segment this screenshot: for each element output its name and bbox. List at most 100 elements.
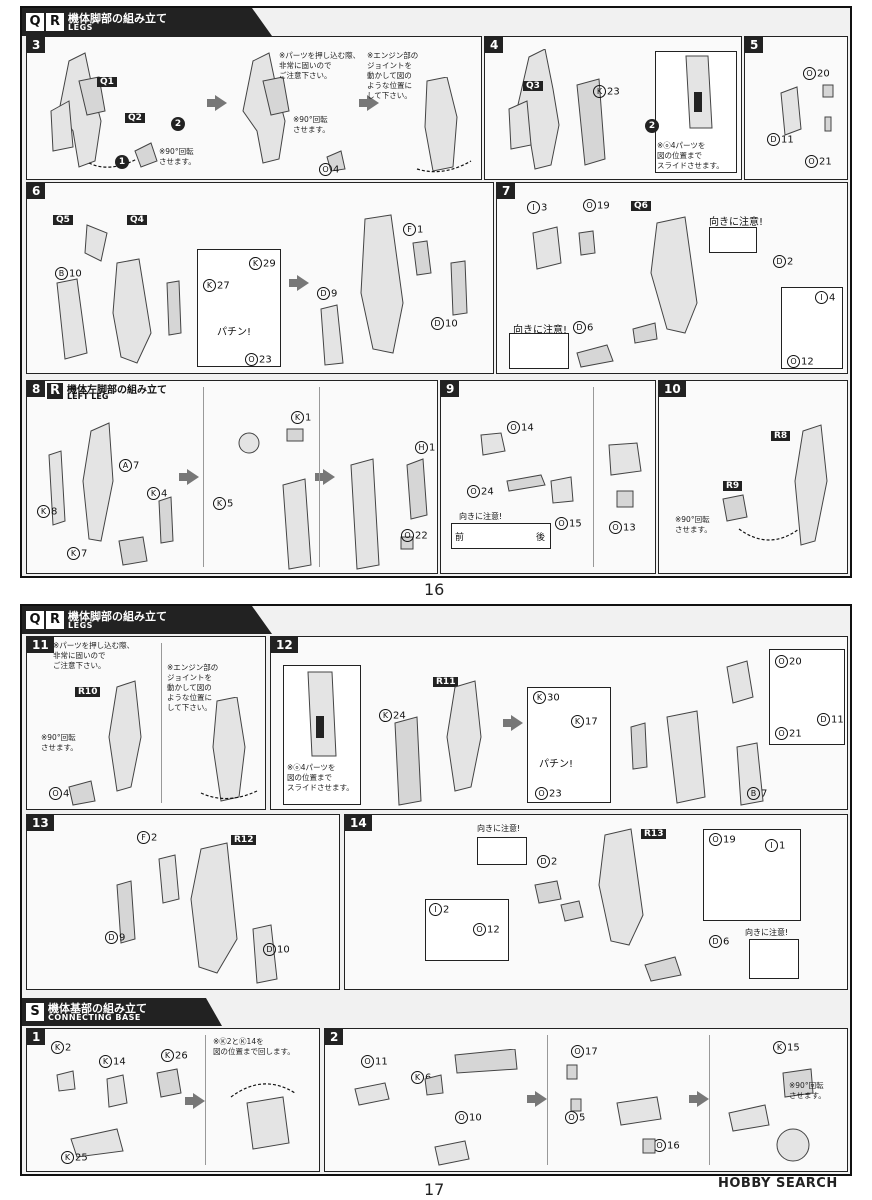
orientation-inset [477, 837, 527, 865]
section-title: 機体脚部の組み立て [68, 610, 167, 623]
step-order-2: 2 [171, 117, 185, 131]
section-badge-r: R [47, 383, 63, 399]
step-number: 9 [441, 381, 460, 397]
step-number: 8 [27, 381, 46, 397]
base-parts-figure [354, 1049, 518, 1166]
slide-note: ※ⓞ4パーツを 図の位置まで スライドさせます。 [657, 141, 724, 170]
leg-assembly-figure [534, 828, 682, 982]
leg-figure [508, 49, 606, 170]
section-r-title: 機体左脚部の組み立て [67, 385, 167, 396]
manual-page-17: Q R 機体脚部の組み立て LEGS 11 ※パーツを押し込む際、 非常に固いの… [20, 604, 852, 1176]
sub-step-divider [205, 1035, 206, 1165]
leg-assembly-figure [394, 680, 482, 806]
next-arrow-icon [185, 1093, 205, 1109]
section-s-subtitle: CONNECTING BASE [48, 1013, 141, 1022]
step-order-1: 1 [115, 155, 129, 169]
section-badge-r: R [46, 13, 64, 31]
step-number: 11 [27, 637, 54, 653]
caution-label: 向きに注意! [745, 928, 789, 937]
caution-label: 向きに注意! [709, 217, 764, 228]
part-tag-q6: Q6 [631, 201, 651, 211]
caution-label: 向きに注意! [477, 824, 521, 833]
step-number: 10 [659, 381, 686, 397]
sub-step-divider [547, 1035, 548, 1165]
rotate-note-2: ※90°回転 させます。 [293, 115, 330, 134]
step-number: 13 [27, 815, 54, 831]
front-label: 前 [455, 533, 465, 543]
base-assembled-figure [230, 1083, 296, 1150]
leg-figure [68, 680, 142, 806]
section-subtitle: LEGS [68, 621, 93, 630]
detail-inset [197, 249, 281, 367]
page-number-16: 16 [424, 580, 445, 599]
orientation-inset [749, 939, 799, 979]
leg-figure-3 [350, 458, 428, 570]
step-number: 1 [27, 1029, 46, 1045]
step-10-panel: 10 R8 R9 ※90°回転 させます。 [658, 380, 848, 574]
parts-figure [780, 84, 834, 136]
step-order-2: 2 [645, 119, 659, 133]
sub-step-divider [203, 387, 204, 567]
rotate-note: ※Ⓚ2とⓀ14を 図の位置まで回します。 [213, 1037, 295, 1056]
part-tag-r12: R12 [231, 835, 257, 845]
step-number: 7 [497, 183, 516, 199]
step-number: 6 [27, 183, 46, 199]
part-tag-q1: Q1 [97, 77, 117, 87]
section-badge-q: Q [26, 611, 44, 629]
press-caution-note: ※パーツを押し込む際、 非常に固いので ご注意下さい。 [53, 641, 135, 670]
next-arrow-icon [289, 275, 309, 291]
section-badge-q: Q [26, 13, 44, 31]
orientation-inset [509, 333, 569, 369]
step-3-panel: 3 Q1 Q2 2 1 ※90°回転 させます。 ※パーツを押し込む際、 非常に… [26, 36, 482, 180]
leg-figure [50, 52, 158, 168]
leg-assembly-figure [116, 842, 278, 984]
section-badge-r: R [46, 611, 64, 629]
snap-label: パチン! [217, 327, 252, 338]
next-arrow-icon [179, 469, 199, 485]
part-tag-r8: R8 [771, 431, 791, 441]
engine-joint-note: ※エンジン部の ジョイントを 動かして図の ような位置に して下さい。 [167, 663, 219, 712]
leg-figure-engine [416, 77, 472, 173]
part-tag-q2: Q2 [125, 113, 145, 123]
base-parts-figure-2 [566, 1064, 662, 1154]
joint-parts-figure [480, 432, 574, 504]
step-number: 2 [325, 1029, 344, 1045]
